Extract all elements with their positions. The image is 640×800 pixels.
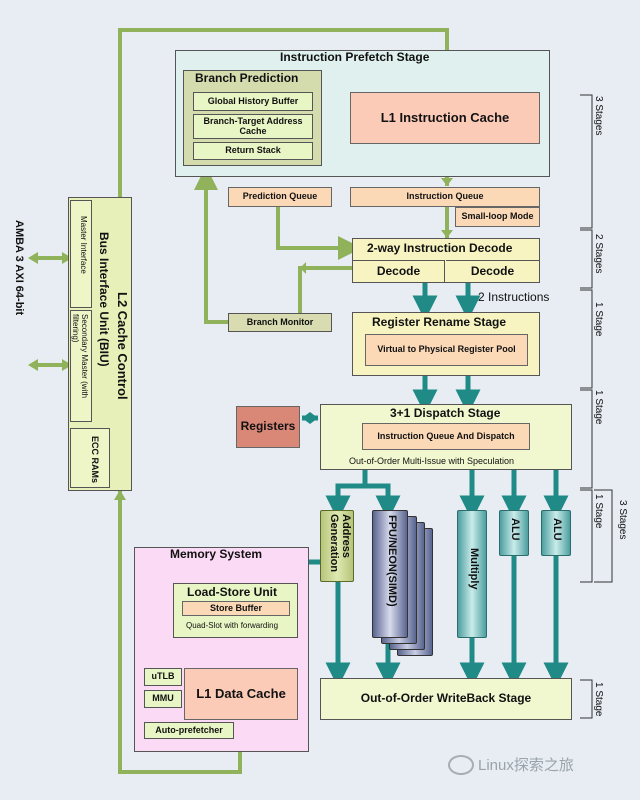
- watermark-text: Linux探索之旅: [478, 757, 574, 774]
- stage-label-dispatch: 1 Stage: [593, 390, 604, 425]
- master-interface-box: [70, 200, 92, 308]
- stage-label-prefetch: 3 Stages: [593, 96, 604, 136]
- branch-monitor: Branch Monitor: [228, 313, 332, 332]
- addr-gen-label: Address Generation: [328, 514, 352, 573]
- utlb-box: uTLB: [144, 668, 182, 686]
- alu-2-label: ALU: [551, 518, 563, 541]
- decode-title: 2-way Instruction Decode: [367, 241, 513, 255]
- ecc-rams-label: ECC RAMs: [90, 436, 100, 484]
- biu-title: Bus Interface Unit (BIU): [97, 232, 111, 367]
- stage-label-exec-total: 3 Stages: [617, 500, 628, 540]
- master-interface-label: Master Interface: [79, 216, 88, 274]
- l2-title: L2 Cache Control: [115, 292, 130, 400]
- small-loop-mode: Small-loop Mode: [455, 207, 540, 227]
- amba-label: AMBA 3 AXI 64-bit: [13, 220, 25, 316]
- secondary-master-label: Secondary Master (with filtering): [71, 314, 89, 399]
- two-instructions-note: 2 Instructions: [478, 290, 550, 304]
- global-history-buffer: Global History Buffer: [193, 92, 313, 111]
- stage-label-rename: 1 Stage: [593, 302, 604, 337]
- register-pool: Virtual to Physical Register Pool: [365, 334, 528, 366]
- stage-label-decode: 2 Stages: [593, 234, 604, 274]
- btac-box: Branch-Target Address Cache: [193, 114, 313, 139]
- secondary-master-box: [70, 310, 92, 422]
- writeback-stage: Out-of-Order WriteBack Stage: [320, 678, 572, 720]
- address-generation-unit: [320, 510, 354, 582]
- l1-instruction-cache: L1 Instruction Cache: [350, 92, 540, 144]
- branch-prediction-title: Branch Prediction: [195, 71, 299, 85]
- prefetch-title: Instruction Prefetch Stage: [280, 50, 430, 64]
- quad-slot-note: Quad-Slot with forwarding: [186, 621, 279, 630]
- return-stack-box: Return Stack: [193, 142, 313, 160]
- auto-prefetcher: Auto-prefetcher: [144, 722, 234, 739]
- decode-unit-b: Decode: [446, 260, 539, 282]
- store-buffer: Store Buffer: [182, 601, 290, 616]
- stage-label-issue: 1 Stage: [593, 494, 604, 529]
- dispatch-title: 3+1 Dispatch Stage: [390, 406, 501, 420]
- multiply-label: Multiply: [468, 548, 480, 590]
- prediction-queue: Prediction Queue: [228, 187, 332, 207]
- alu-unit-2: [541, 510, 571, 556]
- instruction-queue: Instruction Queue: [350, 187, 540, 207]
- stage-label-writeback: 1 Stage: [593, 682, 604, 717]
- fpu-label: FPU/NEON(SIMD): [386, 515, 398, 607]
- watermark: Linux探索之旅: [448, 754, 574, 775]
- alu-1-label: ALU: [509, 518, 521, 541]
- l1-data-cache: L1 Data Cache: [184, 668, 298, 720]
- multiply-unit: [457, 510, 487, 638]
- dispatch-queue: Instruction Queue And Dispatch: [362, 423, 530, 450]
- chat-bubble-icon: [448, 754, 474, 775]
- alu-unit-1: [499, 510, 529, 556]
- fpu-neon-unit: [372, 510, 408, 638]
- memory-title: Memory System: [170, 547, 263, 561]
- dispatch-note: Out-of-Order Multi-Issue with Speculatio…: [349, 456, 515, 466]
- mmu-box: MMU: [144, 690, 182, 708]
- registers-box: Registers: [236, 406, 300, 448]
- lsu-title: Load-Store Unit: [187, 585, 277, 599]
- rename-title: Register Rename Stage: [372, 315, 507, 329]
- decode-unit-a: Decode: [353, 260, 445, 282]
- ecc-rams-box: [70, 428, 110, 488]
